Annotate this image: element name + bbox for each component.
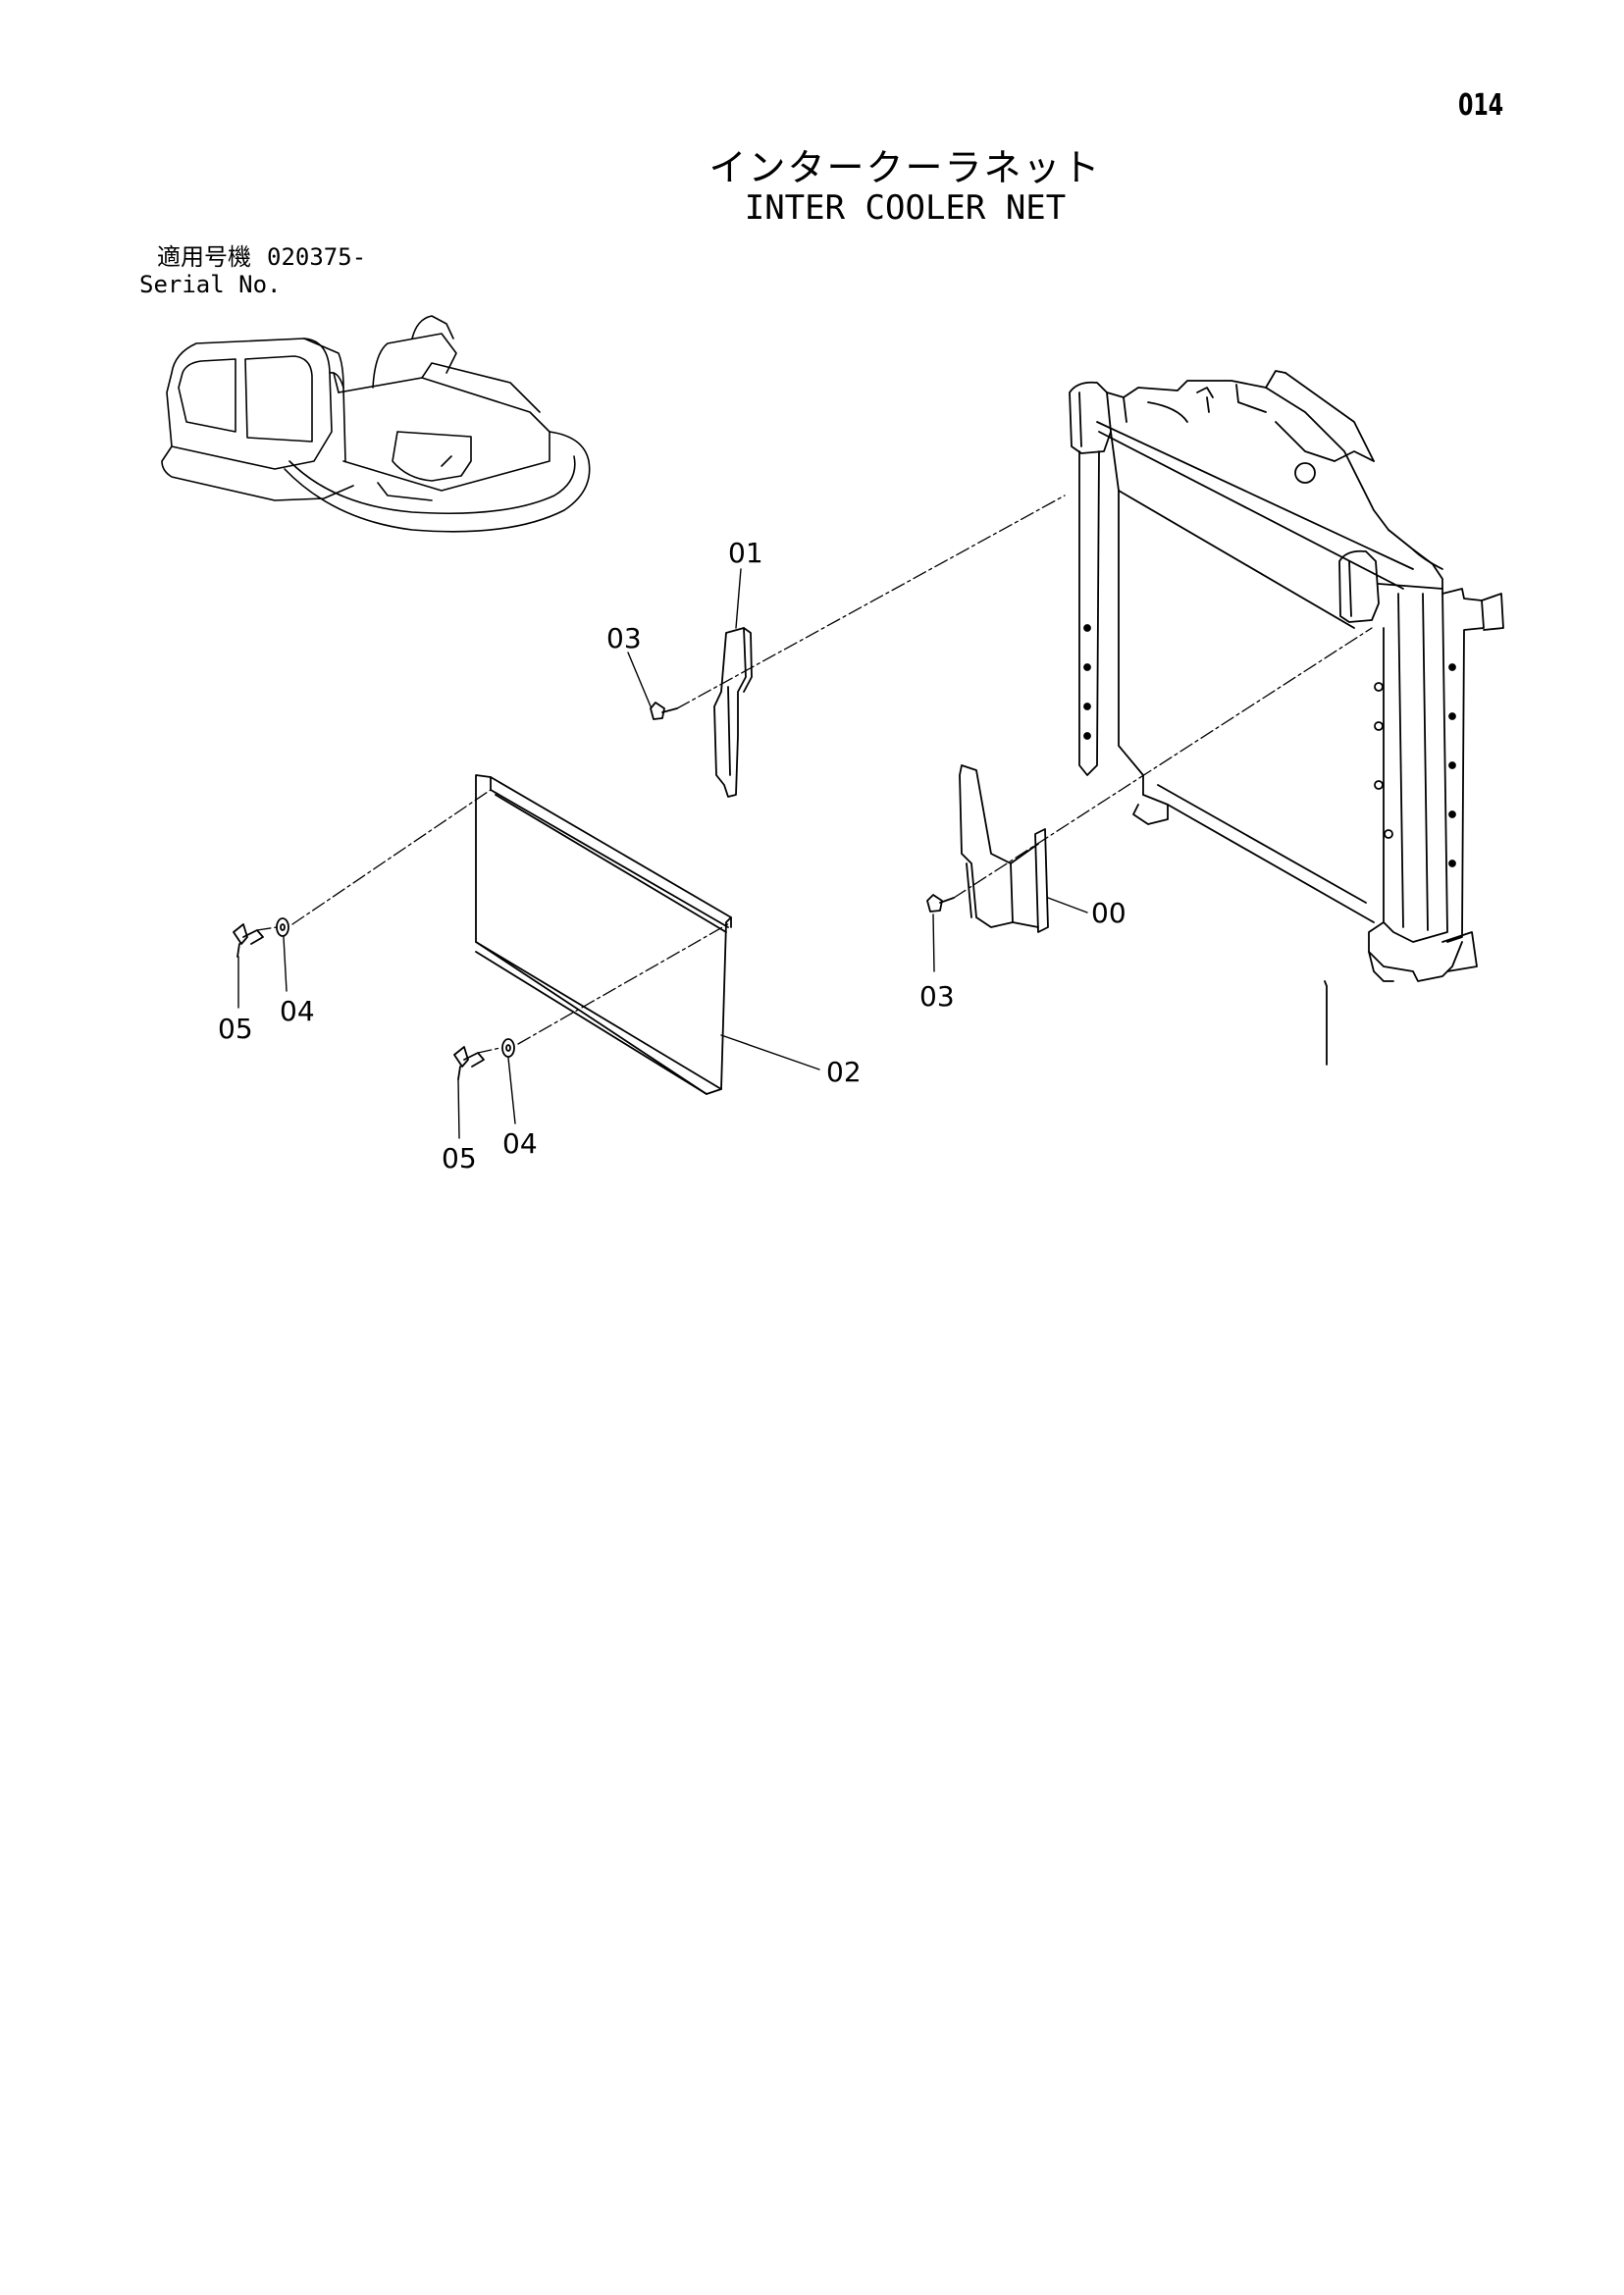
callout-00: 00 [1091, 897, 1126, 929]
callout-01: 01 [728, 537, 763, 569]
callout-leaders [237, 568, 1088, 1139]
callout-03-upper: 03 [606, 622, 642, 654]
callout-02: 02 [826, 1056, 862, 1088]
excavator-overview-icon [161, 315, 591, 533]
bracket-part-00 [959, 764, 1049, 933]
washer-part-04-lower [501, 1038, 515, 1058]
wing-bolt-part-05-upper [233, 923, 264, 958]
radiator-assembly [1069, 370, 1504, 1066]
title-english: INTER COOLER NET [744, 188, 1067, 228]
page-number: 014 [1458, 88, 1504, 123]
bracket-part-01 [713, 627, 753, 798]
callout-03-lower: 03 [919, 980, 955, 1013]
serial-label-en: Serial No. [139, 271, 282, 298]
serial-block: 適用号機 020375- Serial No. [139, 243, 366, 298]
alignment-lines [256, 495, 1373, 1054]
wing-bolt-part-05-lower [453, 1046, 485, 1080]
callout-04-lower: 04 [502, 1127, 538, 1160]
callout-05-upper: 05 [218, 1013, 253, 1045]
callout-05-lower: 05 [442, 1142, 477, 1174]
bolt-part-03-lower [926, 894, 955, 913]
bolt-part-03-upper [650, 702, 678, 720]
serial-label-jp: 適用号機 [157, 243, 251, 271]
washer-part-04-upper [276, 917, 289, 937]
serial-value: 020375- [267, 243, 367, 271]
callout-04-upper: 04 [280, 995, 315, 1027]
callout-labels: 01 03 00 03 02 05 04 05 04 [218, 537, 1126, 1174]
net-panel-part-02 [475, 774, 732, 1095]
title-japanese: インタークーラネット [708, 146, 1102, 189]
